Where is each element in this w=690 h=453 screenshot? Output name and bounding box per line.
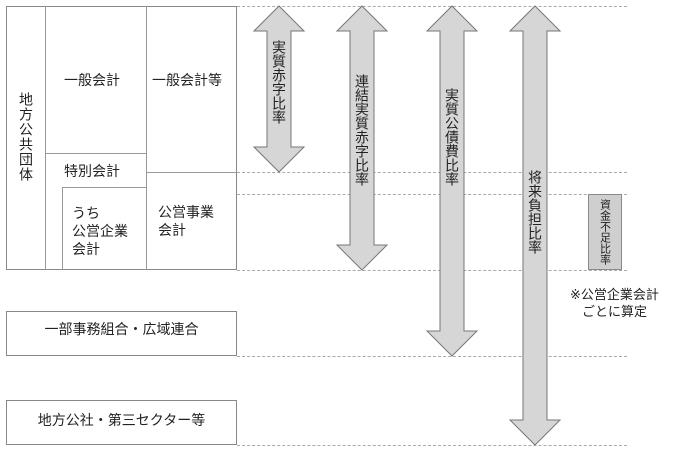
consolidated-real-deficit-arrow — [335, 5, 389, 271]
guide-line-bottom — [237, 445, 627, 446]
real-debt-service-arrow — [425, 5, 479, 357]
divider-enterprise-inner-top — [62, 187, 146, 188]
future-burden-label: 将来負担比率 — [526, 170, 542, 254]
guide-line-special — [237, 172, 627, 173]
partial-affairs-union-box — [6, 311, 237, 356]
local-government-box — [6, 6, 237, 270]
local-government-label: 地方公共団体 — [17, 92, 33, 182]
general-account-etc-label: 一般会計等 — [152, 73, 222, 89]
partial-affairs-union-label: 一部事務組合・広域連合 — [44, 322, 199, 338]
note-text: ※公営企業会計 ごとに算定 — [570, 288, 659, 320]
real-deficit-arrow — [252, 5, 306, 173]
divider-enterprise-top — [146, 172, 237, 173]
third-sector-label: 地方公社・第三セクター等 — [37, 413, 206, 429]
guide-line-main-bottom — [237, 270, 627, 271]
public-enterprise-account-label: うち 公営企業 会計 — [72, 206, 128, 259]
divider-enterprise-inner — [62, 187, 63, 270]
guide-line-top — [237, 6, 627, 7]
guide-line-union — [237, 356, 627, 357]
guide-line-enterprise — [237, 194, 627, 195]
third-sector-box — [6, 400, 237, 445]
divider-mid — [146, 6, 147, 270]
divider-left — [45, 6, 46, 270]
general-account-label: 一般会計 — [64, 73, 120, 89]
future-burden-arrow — [508, 5, 562, 446]
consolidated-real-deficit-label: 連結実質赤字比率 — [353, 74, 369, 186]
fund-shortfall-box: 資金不足比率 — [588, 194, 622, 270]
public-enterprise-label: 公営事業 会計 — [158, 205, 214, 240]
real-debt-service-label: 実質公債費比率 — [443, 88, 459, 186]
special-account-label: 特別会計 — [64, 164, 120, 180]
real-deficit-label: 実質赤字比率 — [270, 40, 286, 124]
divider-special — [45, 153, 146, 154]
